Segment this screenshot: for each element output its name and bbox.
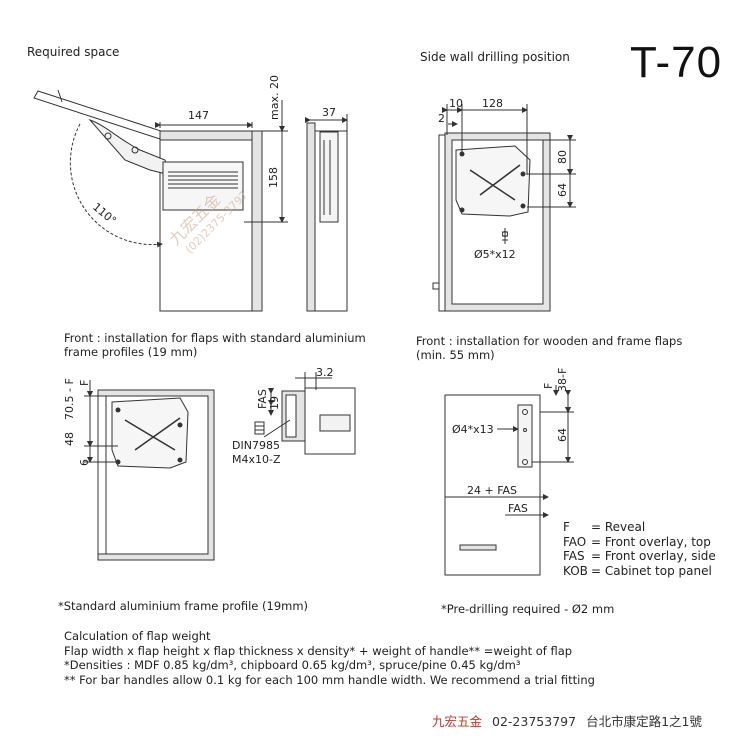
flap-weight-section: Calculation of flap weight Flap width x … — [64, 629, 595, 687]
footer: 九宏五金 02-23753797 台北市康定路1之1號 — [432, 711, 702, 730]
caption-predrill-note: *Pre-drilling required - Ø2 mm — [441, 602, 615, 616]
abbreviation-legend: F = Reveal FAO = Front overlay, top FAS = F… — [563, 520, 716, 578]
footer-phone: 02-23753797 — [492, 714, 577, 729]
caption-front-alu-2: frame profiles (19 mm) — [64, 345, 198, 359]
legend-row: FAS = Front overlay, side — [563, 549, 716, 564]
legend-value: = Front overlay, top — [591, 534, 711, 549]
alu-mechanism — [111, 397, 189, 469]
screw-icon — [502, 228, 508, 244]
mechanism-housing — [162, 161, 244, 211]
legend-value: = Front overlay, side — [591, 549, 716, 563]
side-wall-mechanism — [455, 145, 531, 217]
dim-48: 48 — [63, 432, 76, 446]
dim-70-5: 70.5 - F — [63, 378, 76, 420]
weight-formula: Flap width x flap height x flap thicknes… — [64, 643, 573, 658]
cabinet-side-panel — [251, 130, 263, 312]
dim-64-bottom: 64 — [556, 428, 569, 442]
dimension-labels: 147 37 max. 20 158 110° 10 128 2 80 64 Ø… — [63, 75, 569, 515]
legend-key: F — [563, 520, 570, 534]
dim-6: 6 — [78, 459, 91, 466]
screw-spec-2: M4x10-Z — [232, 453, 281, 466]
dim-158: 158 — [267, 167, 280, 188]
legend-row: FAO = Front overlay, top — [563, 535, 716, 550]
footer-brand: 九宏五金 — [432, 714, 483, 729]
legend-row: F = Reveal — [563, 520, 716, 535]
legend-key: KOB — [563, 563, 588, 578]
dim-128: 128 — [482, 97, 503, 110]
footer-address: 台北市康定路1之1號 — [586, 714, 702, 729]
dim-19: 19 — [268, 396, 281, 410]
weight-densities: *Densities : MDF 0.85 kg/dm³, chipboard … — [64, 658, 521, 673]
dim-max20: max. 20 — [268, 75, 281, 120]
dim-hole-5: Ø5*x12 — [474, 248, 516, 261]
dim-80: 80 — [556, 150, 569, 164]
caption-front-wood-2: (min. 55 mm) — [416, 348, 495, 362]
side-view-mechanism — [319, 131, 339, 223]
dim-hole-4: Ø4*x13 — [452, 423, 494, 436]
dim-angle: 110° — [90, 200, 119, 227]
dim-2: 2 — [438, 112, 445, 125]
side-wall-drilling-drawing — [432, 104, 576, 312]
dim-24-fas: 24 + FAS — [467, 484, 517, 497]
weight-title: Calculation of flap weight — [64, 629, 211, 643]
dim-64-top: 64 — [556, 183, 569, 197]
dim-10: 10 — [449, 97, 463, 110]
caption-front-alu-1: Front : installation for flaps with stan… — [64, 331, 366, 345]
front-wood-drawing — [444, 385, 574, 576]
legend-row: KOB= Cabinet top panel — [563, 564, 716, 579]
din-screw-icon — [254, 421, 265, 435]
legend-key: FAS — [563, 549, 585, 563]
caption-alu-note: *Standard aluminium frame profile (19mm) — [58, 599, 309, 613]
dim-fas-profile: FAS — [256, 389, 269, 409]
heading-required-space: Required space — [27, 45, 120, 59]
front-alu-drawing — [84, 372, 356, 561]
dim-f-right: F — [542, 383, 555, 389]
flap-handle — [57, 89, 63, 103]
required-space-drawing — [33, 89, 348, 312]
dim-147: 147 — [188, 109, 209, 122]
caption-front-wood-1: Front : installation for wooden and fram… — [416, 334, 683, 348]
dim-37: 37 — [322, 106, 336, 119]
screw-spec-1: DIN7985 — [232, 439, 280, 452]
dim-38-f: 38-F — [556, 368, 569, 392]
legend-key: FAO — [563, 534, 587, 549]
side-view-panel — [306, 122, 316, 312]
dim-3-2: 3.2 — [316, 366, 334, 379]
model-title: T-70 — [630, 38, 723, 87]
legend-value: = Reveal — [591, 520, 646, 534]
mechanism-spring — [168, 171, 238, 189]
legend-value: = Cabinet top panel — [591, 563, 712, 578]
cabinet-top-panel — [159, 130, 263, 141]
dim-fas-bottom: FAS — [508, 502, 528, 515]
open-flap-panel — [33, 90, 165, 140]
dim-f-left: F — [78, 380, 91, 386]
heading-side-wall: Side wall drilling position — [420, 50, 570, 64]
wood-mechanism — [517, 404, 533, 468]
weight-handles: ** For bar handles allow 0.1 kg for each… — [64, 672, 595, 687]
